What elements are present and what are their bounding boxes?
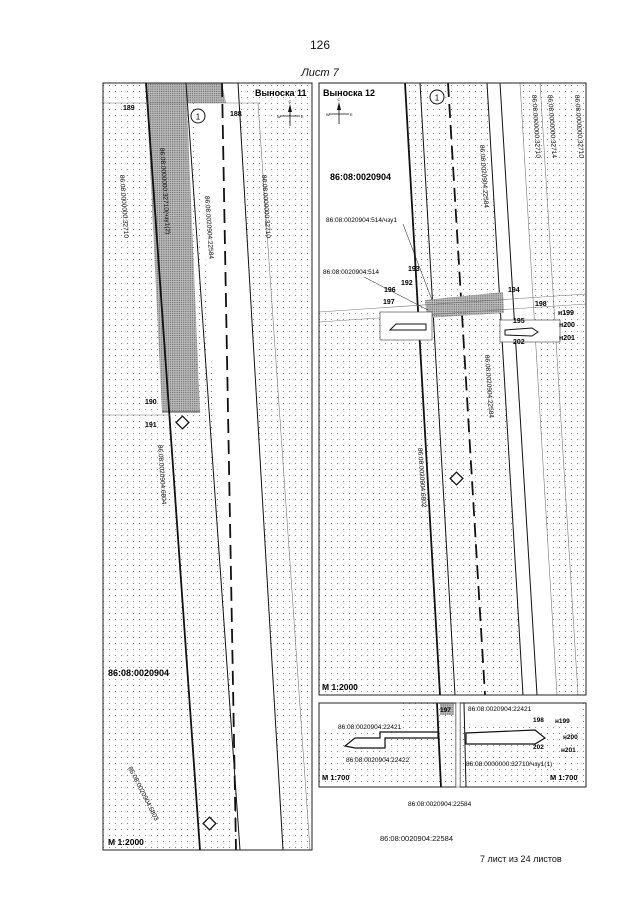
svg-text:W: W bbox=[326, 112, 330, 117]
inset-label: 86:08:0000000:32710/чзу1(1) bbox=[466, 761, 552, 768]
point-label: 198 bbox=[535, 301, 547, 308]
svg-text:C: C bbox=[338, 97, 341, 102]
right-shaded-strip bbox=[425, 292, 504, 318]
right-callout-label: Выноска 12 bbox=[323, 88, 375, 98]
point-label: н200 bbox=[563, 734, 578, 741]
inset-label: 86:08:0020904:22422 bbox=[346, 757, 410, 764]
right-circle-label: 1 bbox=[435, 94, 440, 103]
point-label: 194 bbox=[508, 287, 520, 294]
left-diamond-marker-2 bbox=[202, 816, 217, 831]
svg-text:W: W bbox=[277, 114, 281, 119]
parcel-label: 86:08:0020904:6802 bbox=[416, 448, 427, 508]
point-label: 195 bbox=[513, 318, 525, 325]
point-label: 197 bbox=[440, 707, 451, 714]
right-diamond-marker bbox=[449, 471, 464, 486]
svg-text:E: E bbox=[350, 112, 353, 117]
point-label: н201 bbox=[559, 335, 575, 342]
point-label: н200 bbox=[559, 322, 575, 329]
right-north-arrow-icon: C W E bbox=[326, 97, 353, 124]
point-label: н199 bbox=[558, 310, 574, 317]
inset-label: 86:08:0020904:22421 bbox=[338, 724, 402, 731]
parcel-label: 86:08:0020904:22584 bbox=[203, 196, 214, 260]
svg-text:C: C bbox=[289, 99, 292, 104]
inset-label: 86:08:0020904:22584 bbox=[408, 801, 472, 808]
left-circle-label: 1 bbox=[196, 113, 201, 122]
inset-label: 86:08:0020904:22421 bbox=[468, 706, 532, 713]
parcel-label: 86:08:0020904:6804 bbox=[156, 445, 167, 505]
point-label: 191 bbox=[145, 422, 157, 429]
left-shaded-strip bbox=[146, 83, 200, 412]
point-label: 196 bbox=[384, 287, 396, 294]
page-footer: 7 лист из 24 листов bbox=[480, 854, 562, 864]
point-label: 198 bbox=[533, 717, 544, 724]
parcel-label: 86:08:0020904:22584 bbox=[483, 355, 494, 419]
parcel-label: 86:08:0000000:32710 bbox=[260, 175, 271, 239]
right-scale: М 1:2000 bbox=[322, 682, 358, 692]
parcel-label: 86:08:0000000:32710 bbox=[118, 175, 129, 239]
right-circle-marker bbox=[429, 89, 445, 105]
parcel-label: 86:08:0000000:32710 bbox=[530, 95, 541, 159]
point-label: 202 bbox=[513, 339, 525, 346]
point-label: н201 bbox=[561, 747, 576, 754]
left-scale: М 1:2000 bbox=[108, 837, 144, 847]
parcel-label: 86:08:0020904:514/чзу1 bbox=[326, 217, 397, 224]
page-number: 126 bbox=[309, 38, 331, 52]
inset-scale-left: М 1:700 bbox=[322, 773, 350, 782]
left-diamond-marker-1 bbox=[175, 415, 190, 430]
sheet-title: Лист 7 bbox=[301, 67, 339, 79]
svg-text:E: E bbox=[301, 114, 304, 119]
left-circle-marker bbox=[190, 108, 206, 124]
parcel-label: 86:08:0020904:514 bbox=[323, 269, 379, 276]
parcel-label: 86:08:0020904:22584 bbox=[478, 145, 489, 209]
left-north-arrow-icon: C W E bbox=[277, 99, 304, 126]
parcel-label: 86:08:0000000:32714 bbox=[546, 95, 557, 159]
point-label: 190 bbox=[145, 399, 157, 406]
left-quarter-label: 86:08:0020904 bbox=[108, 668, 169, 678]
point-label: 192 bbox=[401, 280, 413, 287]
point-label: 202 bbox=[533, 744, 544, 751]
right-quarter-label: 86:08:0020904 bbox=[330, 172, 391, 182]
bottom-parcel-label: 86:08:0020904:22584 bbox=[380, 834, 453, 843]
inset-scale-right: М 1:700 bbox=[550, 773, 578, 782]
point-label: 189 bbox=[123, 105, 135, 112]
parcel-label: 86:08:0000000:32710 bbox=[573, 95, 584, 159]
point-label: 193 bbox=[408, 266, 420, 273]
point-label: н199 bbox=[555, 718, 570, 725]
point-label: 197 bbox=[383, 299, 395, 306]
left-callout-label: Выноска 11 bbox=[255, 88, 307, 98]
point-label: 188 bbox=[230, 111, 242, 118]
